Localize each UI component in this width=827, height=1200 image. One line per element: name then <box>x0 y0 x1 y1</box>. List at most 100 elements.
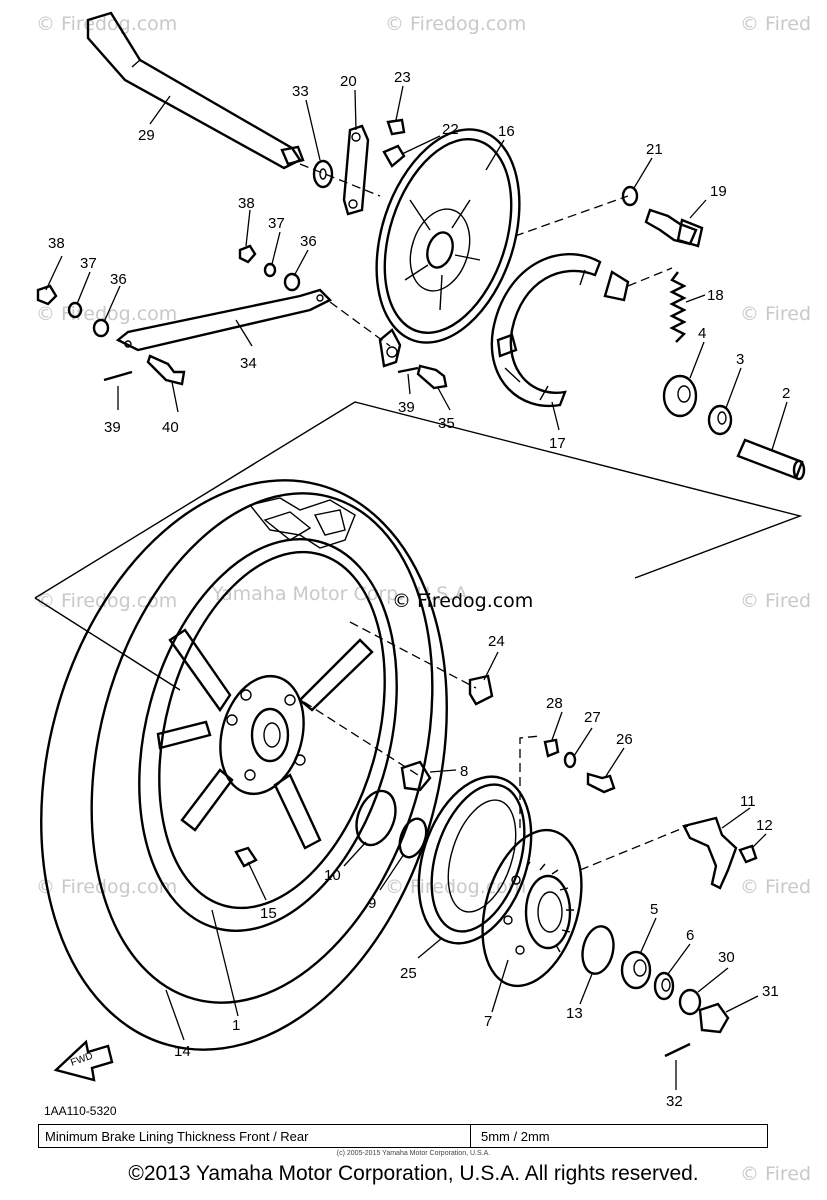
callout-22: 22 <box>442 121 459 138</box>
callout-13: 13 <box>566 1005 583 1022</box>
axle-29[interactable] <box>86 11 305 170</box>
callout-25: 25 <box>400 965 417 982</box>
watermark: © Firedog.com <box>36 876 177 898</box>
callout-17: 17 <box>549 435 566 452</box>
cotter-pin-39-right[interactable] <box>397 366 419 374</box>
callout-37-left: 37 <box>80 255 97 272</box>
nut-12[interactable] <box>738 844 758 864</box>
spring-18[interactable] <box>669 271 687 343</box>
locking-washer-11[interactable] <box>682 816 738 890</box>
callout-4: 4 <box>698 325 706 342</box>
callout-10: 10 <box>324 867 341 884</box>
oil-seal-3[interactable] <box>707 404 733 436</box>
bearing-5[interactable] <box>620 950 652 990</box>
bolt-40[interactable] <box>146 354 186 386</box>
callout-40: 40 <box>162 419 179 436</box>
cam-lever-20[interactable] <box>342 124 370 216</box>
watermark: © Fired <box>740 876 811 898</box>
camshaft-19[interactable] <box>644 208 704 248</box>
callout-29: 29 <box>138 127 155 144</box>
callout-39-left: 39 <box>104 419 121 436</box>
valve-15[interactable] <box>234 846 258 868</box>
callout-1: 1 <box>232 1017 240 1034</box>
lock-washer-24[interactable] <box>468 674 494 706</box>
callout-14: 14 <box>174 1043 191 1060</box>
callout-7: 7 <box>484 1013 492 1030</box>
bearing-4[interactable] <box>662 374 698 418</box>
callout-28: 28 <box>546 695 563 712</box>
washer-27[interactable] <box>563 751 577 769</box>
callout-24: 24 <box>488 633 505 650</box>
wear-indicator-22[interactable] <box>382 144 406 168</box>
bolt-23[interactable] <box>386 118 406 136</box>
watermark: © Firedog.com <box>36 590 177 612</box>
callout-21: 21 <box>646 141 663 158</box>
leader-lines <box>45 85 788 1090</box>
o-ring-10[interactable] <box>350 786 403 851</box>
bolt-35[interactable] <box>416 364 448 390</box>
brake-shoe-17[interactable] <box>490 253 630 408</box>
brake-shoe-plate-16[interactable] <box>351 111 545 368</box>
spec-table: Minimum Brake Lining Thickness Front / R… <box>38 1124 768 1148</box>
watermark-center: © Firedog.com <box>392 590 533 612</box>
watermark: © Firedog.com <box>36 303 177 325</box>
spec-value: 5mm / 2mm <box>481 1129 550 1144</box>
hub-drum-25[interactable] <box>399 762 551 958</box>
cotter-pin-39-left[interactable] <box>103 370 133 382</box>
washer-37-left[interactable] <box>67 301 83 319</box>
axle-nut-31[interactable] <box>698 1002 730 1034</box>
watermark: Yamaha Motor Corp., U.S.A. <box>211 583 473 605</box>
watermark: © Firedog.com <box>385 876 526 898</box>
callout-20: 20 <box>340 73 357 90</box>
spacer-2[interactable] <box>736 438 806 481</box>
callout-38-right: 38 <box>238 195 255 212</box>
callout-33: 33 <box>292 83 309 100</box>
callout-18: 18 <box>707 287 724 304</box>
washer-36-right[interactable] <box>283 272 301 292</box>
callout-31: 31 <box>762 983 779 1000</box>
callout-34: 34 <box>240 355 257 372</box>
tension-bar-34[interactable] <box>115 288 333 352</box>
washer-33[interactable] <box>312 159 334 189</box>
washer-36-left[interactable] <box>92 318 110 338</box>
callout-2: 2 <box>782 385 790 402</box>
callout-16: 16 <box>498 123 515 140</box>
callout-35: 35 <box>438 415 455 432</box>
collar-30[interactable] <box>678 988 702 1016</box>
nut-28[interactable] <box>543 738 560 758</box>
callout-38-left: 38 <box>48 235 65 252</box>
cotter-pin-32[interactable] <box>664 1042 691 1058</box>
assembly-plane-lines <box>34 401 803 691</box>
callout-39-right: 39 <box>398 399 415 416</box>
small-copyright: (c) 2005-2015 Yamaha Motor Corporation, … <box>336 1150 491 1157</box>
callout-36-right: 36 <box>300 233 317 250</box>
o-ring-9[interactable] <box>395 815 431 861</box>
tire-14[interactable] <box>0 434 507 1095</box>
washer-21[interactable] <box>621 185 639 207</box>
callout-3: 3 <box>736 351 744 368</box>
copyright-footer: ©2013 Yamaha Motor Corporation, U.S.A. A… <box>128 1162 699 1185</box>
sprocket-7[interactable] <box>466 818 599 997</box>
callout-37-right: 37 <box>268 215 285 232</box>
watermark: © Fired <box>740 590 811 612</box>
callout-23: 23 <box>394 69 411 86</box>
callout-6: 6 <box>686 927 694 944</box>
callout-9: 9 <box>368 895 376 912</box>
watermark: © Fired <box>740 1163 811 1185</box>
spec-label: Minimum Brake Lining Thickness Front / R… <box>39 1125 471 1147</box>
washer-37-right[interactable] <box>263 262 277 278</box>
watermark: © Firedog.com <box>385 13 526 35</box>
callout-11: 11 <box>740 793 756 810</box>
collar-8[interactable] <box>400 760 432 792</box>
diagram-code: 1AA110-5320 <box>44 1104 117 1118</box>
o-ring-13[interactable] <box>578 923 617 976</box>
watermark: © Fired <box>740 13 811 35</box>
callout-32: 32 <box>666 1093 683 1110</box>
nut-38-right[interactable] <box>238 244 257 264</box>
callout-36-left: 36 <box>110 271 127 288</box>
bolt-26[interactable] <box>586 772 616 794</box>
callout-30: 30 <box>718 949 735 966</box>
oil-seal-6[interactable] <box>653 971 675 1001</box>
